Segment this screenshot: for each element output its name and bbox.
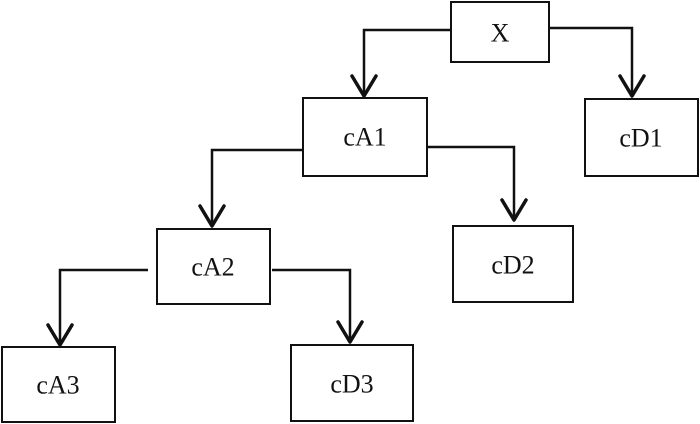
node-ca1: cA1 <box>302 97 428 177</box>
node-ca1-label: cA1 <box>343 123 386 152</box>
node-ca3-label: cA3 <box>36 371 79 400</box>
edge-ca1-to-ca2 <box>198 148 303 228</box>
node-ca3: cA3 <box>1 346 116 423</box>
edge-ca2-to-ca3 <box>46 268 148 347</box>
edge-ca1-to-cd2 <box>428 145 528 222</box>
node-cd2: cD2 <box>452 225 574 303</box>
node-cd3: cD3 <box>290 344 414 422</box>
node-x-label: X <box>491 19 510 48</box>
edge-x-to-ca1 <box>350 28 450 98</box>
node-cd3-label: cD3 <box>330 370 373 399</box>
edge-x-to-cd1 <box>550 26 646 98</box>
node-ca2: cA2 <box>156 228 271 305</box>
edge-ca2-to-cd3 <box>272 268 364 344</box>
node-cd2-label: cD2 <box>491 251 534 280</box>
node-x: X <box>450 1 550 63</box>
node-ca2-label: cA2 <box>191 253 234 282</box>
node-cd1-label: cD1 <box>619 124 662 153</box>
node-cd1: cD1 <box>584 98 699 177</box>
